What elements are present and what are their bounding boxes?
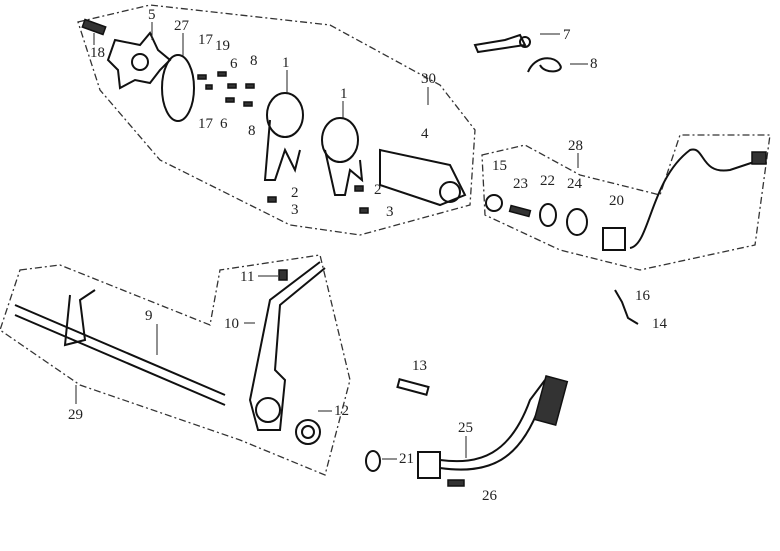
part-label: 6 [230,56,238,72]
part-label: 15 [492,158,507,174]
group-outline-30 [77,4,476,236]
part-label: 24 [567,176,583,192]
bolt-13 [396,378,430,396]
part-label: 29 [68,407,83,423]
bolt-16-14 [614,289,639,325]
part-label: 11 [240,269,254,285]
disc-27 [161,54,195,122]
shift-shaft-9 [14,289,226,406]
bolt-23 [508,204,532,218]
washer-21 [365,450,381,472]
part-label: 25 [458,420,473,436]
oring-22 [539,203,557,227]
part-label: 23 [513,176,528,192]
part-label: 5 [148,7,156,23]
part-label: 3 [386,204,394,220]
spring-12 [295,419,321,445]
part-label: 1 [340,86,348,102]
part-label: 13 [412,358,427,374]
part-label: 14 [652,316,668,332]
bolt-26 [447,479,465,487]
group-outline-29 [0,254,351,476]
switch-20-wire [602,148,767,251]
part-label: 8 [248,123,256,139]
small-parts-2-3 [267,185,369,214]
part-label: 22 [540,173,555,189]
bolt-11 [278,269,288,281]
part-label: 16 [635,288,651,304]
part-label: 4 [421,126,429,142]
part-label: 2 [291,185,299,201]
part-label: 8 [590,56,598,72]
part-label: 28 [568,138,583,154]
washer-15 [485,194,503,212]
part-label: 30 [421,71,436,87]
part-label: 7 [563,27,571,43]
leader-lines [75,22,588,460]
shift-fork-1b [321,117,364,196]
part-label: 1 [282,55,290,71]
kick-pedal-25 [417,374,569,479]
arm-10 [248,261,326,431]
bolt-18 [81,18,107,36]
part-label: 20 [609,193,624,209]
part-label: 17 [198,32,214,48]
part-label: 12 [334,403,349,419]
part-label: 9 [145,308,153,324]
part-label: 8 [250,53,258,69]
star-plate-5 [106,31,172,90]
part-label: 10 [224,316,239,332]
group-outline-28 [481,134,771,271]
part-label: 26 [482,488,498,504]
part-label: 18 [90,45,105,61]
part-label: 17 [198,116,214,132]
ring-24 [566,208,588,236]
lever-7-spring [473,33,562,73]
pins [197,71,255,107]
part-label: 21 [399,451,414,467]
part-label: 2 [374,182,382,198]
part-label: 27 [174,18,190,34]
part-label: 19 [215,38,230,54]
shift-fork-1a [263,92,304,181]
part-label: 3 [291,202,299,218]
shift-drum-4 [379,148,467,207]
part-label: 6 [220,116,228,132]
